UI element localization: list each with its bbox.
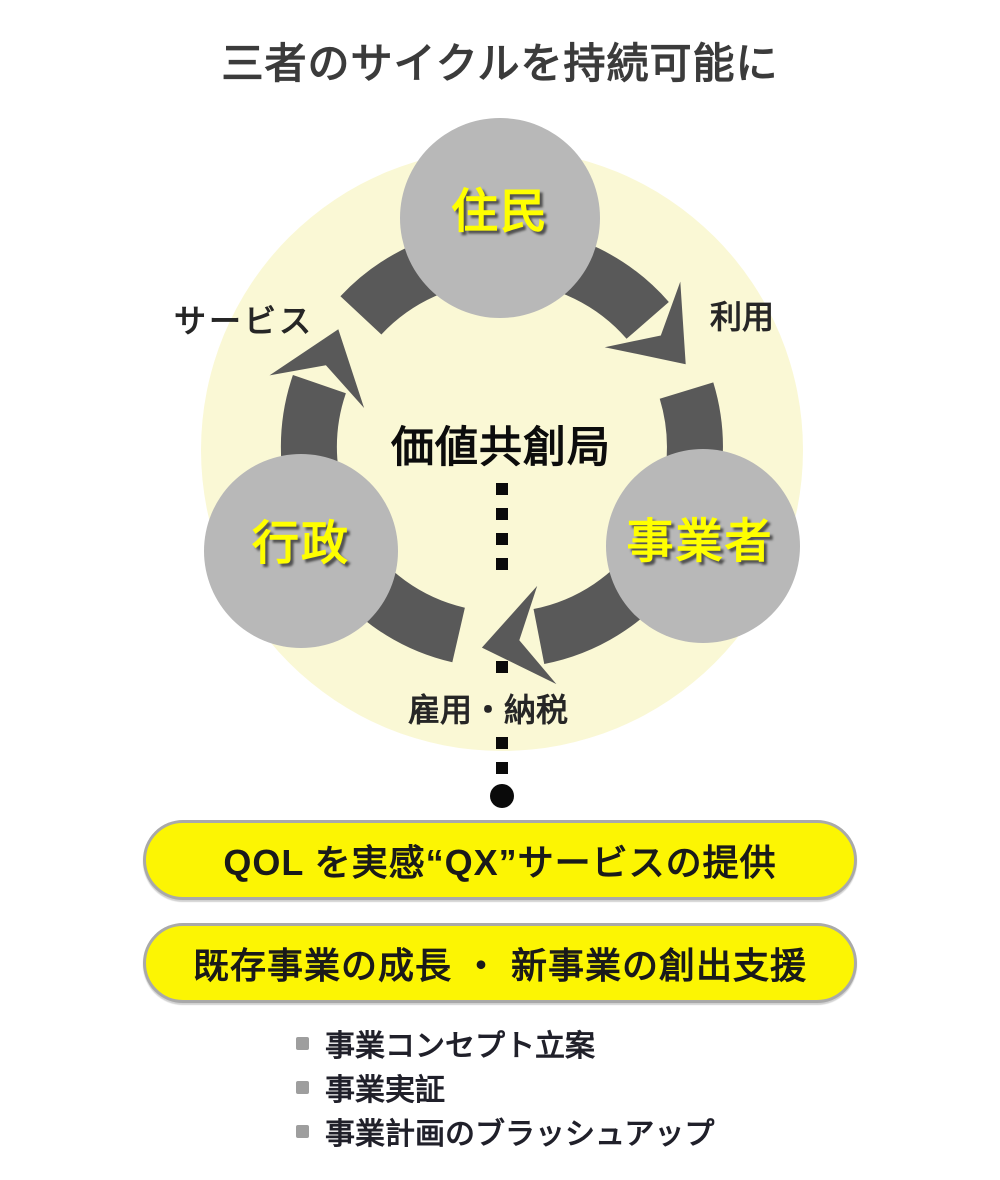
page-title: 三者のサイクルを持続可能に xyxy=(221,40,779,87)
pill-qx-service-label: QOL を実感“QX”サービスの提供 xyxy=(223,842,777,883)
pill-qx-service: QOL を実感“QX”サービスの提供 xyxy=(143,820,857,900)
list-item-label: 事業計画のブラッシュアップ xyxy=(325,1118,715,1151)
node-circle-government xyxy=(204,454,398,648)
square-bullet-icon xyxy=(296,1080,309,1094)
arrow-government-to-residents-head xyxy=(269,329,365,408)
node-circle-business xyxy=(606,449,800,643)
square-bullet-icon xyxy=(296,1124,309,1138)
edge-label-employment-tax: 雇用・納税 xyxy=(407,692,569,728)
connector-endpoint-dot xyxy=(490,784,514,808)
pill-business-support-label: 既存事業の成長 ・ 新事業の創出支援 xyxy=(192,945,807,986)
support-bullet-list: 事業コンセプト立案 事業実証 事業計画のブラッシュアップ xyxy=(296,1021,714,1153)
pill-business-support: 既存事業の成長 ・ 新事業の創出支援 xyxy=(143,923,857,1003)
list-item-label: 事業実証 xyxy=(325,1074,445,1107)
cycle-center-label: 価値共創局 xyxy=(391,424,611,472)
arrow-business-to-government-head xyxy=(481,585,557,685)
arrow-residents-to-business-head xyxy=(604,281,686,365)
edge-label-service: サービス xyxy=(173,303,315,339)
node-label-residents: 住民 xyxy=(451,184,549,238)
square-bullet-icon xyxy=(296,1036,309,1050)
list-item: 事業計画のブラッシュアップ xyxy=(296,1109,714,1153)
node-label-government: 行政 xyxy=(252,516,350,570)
node-label-business: 事業者 xyxy=(626,514,774,568)
node-circle-residents xyxy=(400,118,600,318)
list-item: 事業実証 xyxy=(296,1065,714,1109)
list-item-label: 事業コンセプト立案 xyxy=(325,1030,595,1063)
list-item: 事業コンセプト立案 xyxy=(296,1021,714,1065)
edge-label-use: 利用 xyxy=(709,299,775,335)
